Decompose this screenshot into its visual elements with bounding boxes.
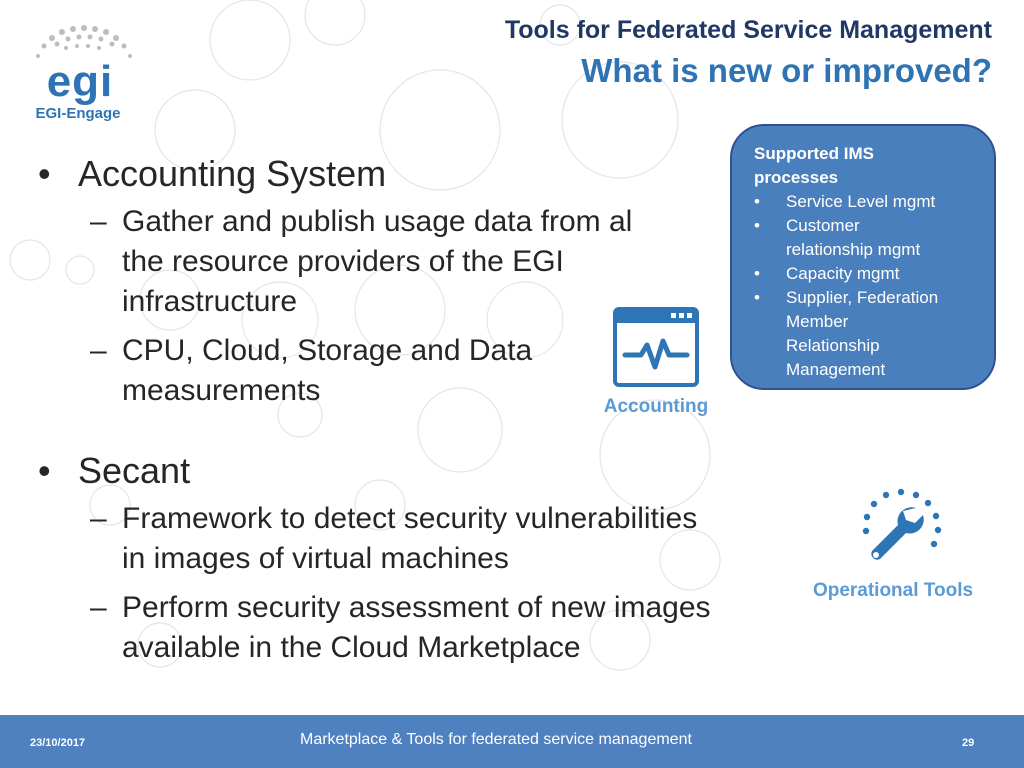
sub-bullet: – Gather and publish usage data from al … [34, 202, 794, 322]
sub-bullet-line: Gather and publish usage data from al [122, 205, 633, 238]
ims-item: • Service Level mgmt [754, 190, 982, 214]
sub-bullet: – CPU, Cloud, Storage and Data measureme… [34, 331, 794, 411]
ims-item-line: Management [786, 360, 886, 379]
sub-bullet-line: in images of virtual machines [122, 542, 509, 575]
topic-heading: • Secant [34, 449, 794, 493]
ims-item-line: Member [786, 312, 849, 331]
topic-title: Accounting System [78, 153, 387, 194]
slide-footer: 23/10/2017 Marketplace & Tools for feder… [0, 715, 1024, 768]
bullet-dot: • [754, 264, 760, 283]
accounting-label: Accounting [603, 396, 709, 417]
ims-heading-line: processes [754, 168, 839, 187]
egi-logo-graphic: egi EGI-Engage [35, 25, 132, 122]
sub-bullet-line: the resource providers of the EGI [122, 245, 564, 278]
topic-heading: • Accounting System [34, 152, 794, 196]
bullet-dot: • [38, 153, 51, 194]
ims-item: • Customer relationship mgmt [754, 214, 982, 262]
slide-title: Tools for Federated Service Management [504, 16, 992, 44]
activity-monitor-icon [613, 307, 699, 387]
logo-label: EGI-Engage [35, 105, 120, 122]
topic-title: Secant [78, 450, 191, 491]
sub-bullet-line: available in the Cloud Marketplace [122, 631, 581, 664]
footer-date: 23/10/2017 [30, 737, 86, 749]
logo-mark-text: egi [47, 57, 114, 106]
dash-bullet: – [90, 205, 107, 238]
ims-item-line: Customer [786, 216, 860, 235]
sub-bullet-line: CPU, Cloud, Storage and Data [122, 334, 533, 367]
ims-item-line: Relationship [786, 336, 880, 355]
dash-bullet: – [90, 591, 107, 624]
sub-bullet: – Perform security assessment of new ima… [34, 588, 794, 668]
topic-accounting-system: • Accounting System – Gather and publish… [34, 152, 794, 411]
slide-body: • Accounting System – Gather and publish… [34, 152, 794, 677]
ims-item-line: Capacity mgmt [786, 264, 900, 283]
slide-subtitle: What is new or improved? [581, 52, 992, 89]
topic-secant: • Secant – Framework to detect security … [34, 449, 794, 668]
sub-bullet-line: Framework to detect security vulnerabili… [122, 502, 698, 535]
bullet-dot: • [754, 288, 760, 307]
sub-bullet-line: infrastructure [122, 285, 298, 318]
bullet-dot: • [754, 192, 760, 211]
ims-processes-box: Supported IMS processes • Service Level … [730, 124, 996, 390]
footer-title: Marketplace & Tools for federated servic… [300, 731, 692, 748]
page-number: 29 [962, 737, 975, 749]
egi-engage-logo: egi EGI-Engage [10, 14, 150, 126]
sub-bullet-line: Perform security assessment of new image… [122, 591, 711, 624]
bullet-dot: • [38, 450, 51, 491]
sub-bullet: – Framework to detect security vulnerabi… [34, 499, 794, 579]
ims-heading: Supported IMS processes [754, 142, 982, 190]
sub-bullet-line: measurements [122, 374, 321, 407]
bullet-dot: • [754, 216, 760, 235]
ims-heading-line: Supported IMS [754, 144, 874, 163]
dash-bullet: – [90, 334, 107, 367]
ims-item-line: Service Level mgmt [786, 192, 936, 211]
ims-item-line: relationship mgmt [786, 240, 921, 259]
background-bubbles [9, 0, 721, 671]
ims-process-list: • Service Level mgmt • Customer relation… [754, 190, 982, 382]
operational-tools-label: Operational Tools [812, 580, 974, 601]
ims-item: • Supplier, Federation Member Relationsh… [754, 286, 982, 382]
dash-bullet: – [90, 502, 107, 535]
ims-item: • Capacity mgmt [754, 262, 982, 286]
ims-item-line: Supplier, Federation [786, 288, 939, 307]
wrench-gear-icon [862, 488, 942, 560]
